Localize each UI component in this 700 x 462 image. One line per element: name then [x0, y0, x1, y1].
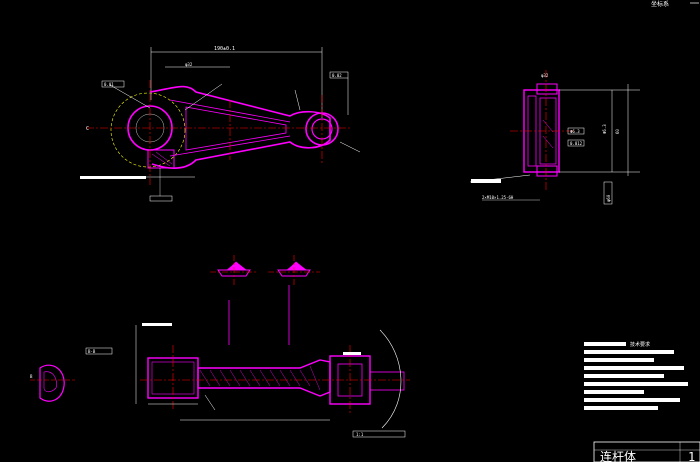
thread-note: 2×M10×1.25-6H [482, 195, 514, 200]
side-view: 60 Φ6.3 Φ6.3 0.012 φ60 φ32 2×M10×1.25-6H [469, 70, 640, 205]
side-dim-1: Φ6.3 [570, 129, 580, 134]
tech-requirements: 技术要求 [584, 341, 688, 410]
cross-sections [210, 255, 320, 345]
big-end-circle [110, 92, 186, 168]
title-block: 连杆体 1 [593, 441, 700, 462]
rod-body-outline [149, 85, 331, 169]
side-top-dim: φ32 [541, 73, 549, 78]
dim-top-width: φ32 [185, 62, 193, 67]
detail-section-label: B-B [88, 349, 96, 354]
corner-label: 坐标系 [651, 0, 669, 8]
detail-view-label: B [30, 374, 33, 379]
title-block-title: 连杆体 [600, 449, 636, 462]
detail-view-b: B-B B [30, 347, 113, 402]
note-bar [80, 176, 146, 179]
tech-requirements-title: 技术要求 [630, 341, 650, 348]
main-rod-view: 190±0.1 φ32 0.01 0.02 C [80, 46, 361, 202]
section-c-label: C [86, 126, 89, 132]
dim-overall-length: 190±0.1 [214, 46, 235, 52]
title-block-number: 1 [688, 450, 695, 462]
bottom-callout: 1:1 [356, 432, 364, 437]
side-dim-4: 0.012 [570, 141, 583, 146]
tol-frame-2: 0.02 [332, 73, 342, 78]
tol-frame-1: 0.01 [104, 82, 114, 87]
bottom-elevation: 1:1 [135, 323, 410, 438]
side-dim-height: 60 [615, 129, 620, 134]
side-dim-5: φ60 [606, 194, 611, 202]
side-dim-2: Φ6.3 [602, 124, 607, 134]
